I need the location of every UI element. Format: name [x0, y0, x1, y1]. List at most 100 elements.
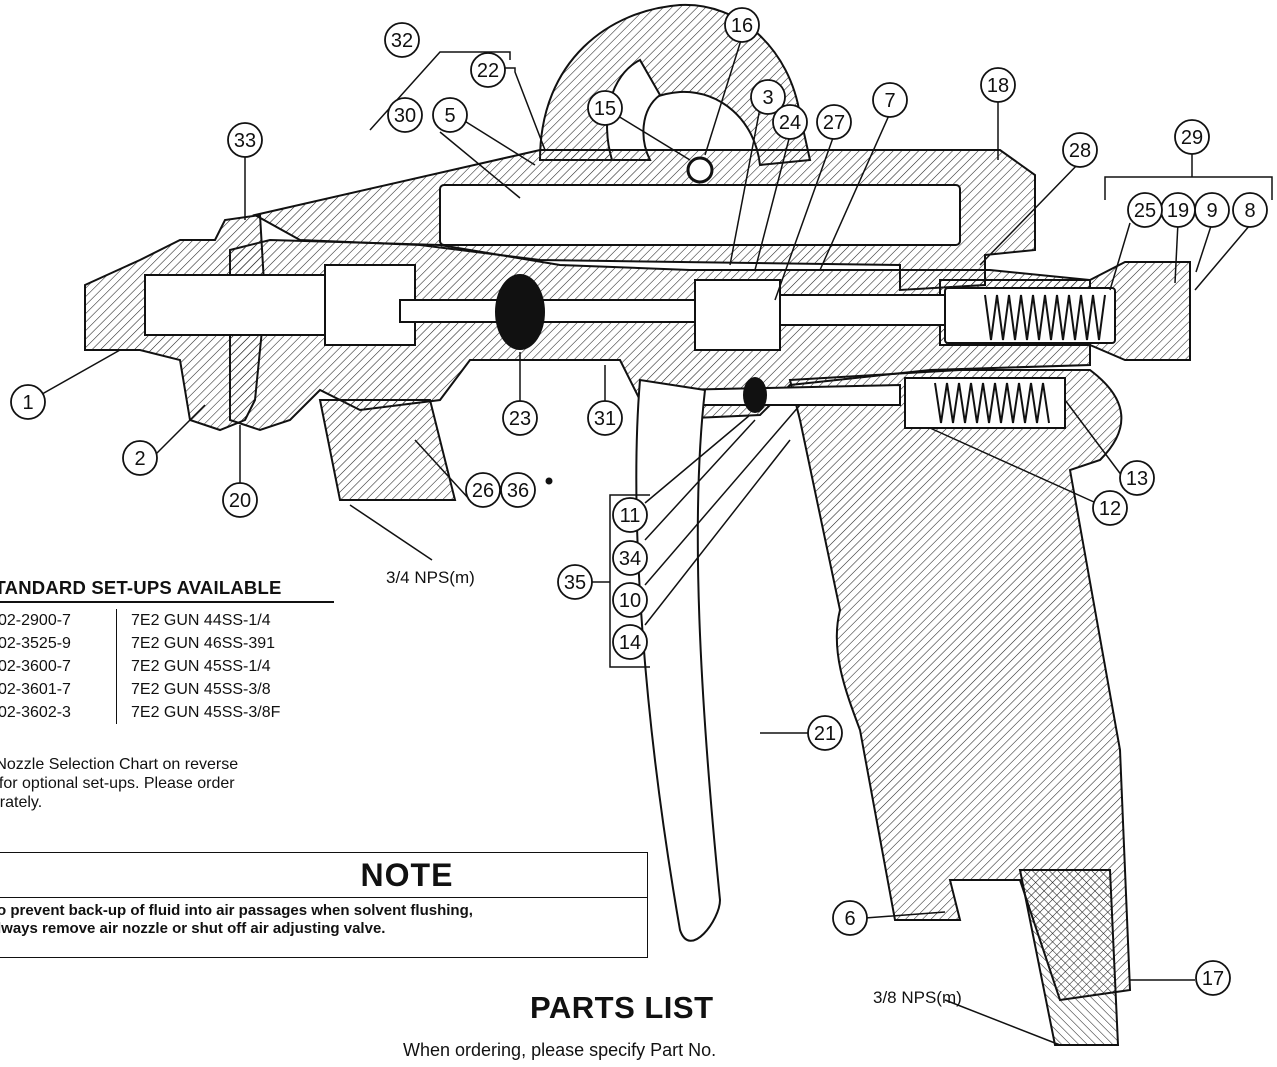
- callout-circle: [10, 384, 46, 420]
- callout-circle: [587, 90, 623, 126]
- callout-number: 35: [564, 572, 586, 594]
- callout-18: 18: [980, 67, 1016, 103]
- callout-number: 33: [234, 130, 256, 152]
- part-number-cell: 02-3602-3: [0, 701, 117, 724]
- callout-27: 27: [816, 104, 852, 140]
- description-cell: 7E2 GUN 44SS-1/4: [131, 611, 271, 629]
- callout-number: 13: [1126, 468, 1148, 490]
- callout-circle: [502, 400, 538, 436]
- callout-number: 15: [594, 98, 616, 120]
- callout-circle: [432, 97, 468, 133]
- note-line: lways remove air nozzle or shut off air …: [0, 920, 386, 937]
- callout-3: 3: [750, 79, 786, 115]
- callout-14: 14: [612, 624, 648, 660]
- callout-32: 32: [384, 22, 420, 58]
- callout-number: 12: [1099, 498, 1121, 520]
- callout-circle: [470, 52, 506, 88]
- callout-circle: [122, 440, 158, 476]
- springs: [934, 294, 1106, 424]
- setups-note: e Nozzle Selection Chart on reverse le f…: [0, 755, 352, 812]
- callout-1: 1: [10, 384, 46, 420]
- callout-number: 6: [844, 908, 855, 930]
- callout-circle: [724, 7, 760, 43]
- callout-22: 22: [470, 52, 506, 88]
- callout-number: 30: [394, 105, 416, 127]
- callout-9: 9: [1194, 192, 1230, 228]
- callout-circle: [1195, 960, 1231, 996]
- callout-number: 18: [987, 75, 1009, 97]
- description-cell: 7E2 GUN 46SS-391: [131, 634, 276, 652]
- callout-number: 27: [823, 112, 845, 134]
- callout-5: 5: [432, 97, 468, 133]
- packing-23: [495, 156, 767, 413]
- callout-30: 30: [387, 97, 423, 133]
- callout-circle: [222, 482, 258, 518]
- callout-17: 17: [1195, 960, 1231, 996]
- leader-lines: [27, 36, 1273, 1046]
- callout-circle: [980, 67, 1016, 103]
- callout-7: 7: [872, 82, 908, 118]
- callout-13: 13: [1119, 460, 1155, 496]
- callout-circle: [1127, 192, 1163, 228]
- callout-number: 11: [620, 505, 641, 527]
- callout-23: 23: [502, 400, 538, 436]
- parts-list-title: PARTS LIST: [530, 990, 714, 1025]
- standard-setups-panel: STANDARD SET-UPS AVAILABLE 02-2900-7 7E2…: [0, 577, 334, 724]
- setups-table: 02-2900-7 7E2 GUN 44SS-1/4 02-3525-9 7E2…: [0, 609, 280, 724]
- setups-note-line: parately.: [0, 794, 43, 811]
- callout-circle: [872, 82, 908, 118]
- callout-circle: [1232, 192, 1268, 228]
- internal-passages: [144, 184, 1116, 942]
- table-row: 02-2900-7 7E2 GUN 44SS-1/4: [0, 609, 280, 632]
- callout-number: 17: [1202, 968, 1224, 990]
- callout-34: 34: [612, 540, 648, 576]
- callout-31: 31: [587, 400, 623, 436]
- callout-number: 32: [391, 30, 413, 52]
- callout-number: 8: [1244, 200, 1255, 222]
- callout-11: 11: [612, 497, 648, 533]
- part-number-cell: 02-3525-9: [0, 632, 117, 655]
- callout-circle: [612, 624, 648, 660]
- note-title: NOTE: [0, 857, 647, 898]
- callout-6: 6: [832, 900, 868, 936]
- table-row: 02-3525-9 7E2 GUN 46SS-391: [0, 632, 280, 655]
- callout-21: 21: [807, 715, 843, 751]
- callout-number: 16: [731, 15, 753, 37]
- callout-number: 20: [229, 490, 251, 512]
- callout-circle: [772, 104, 808, 140]
- callout-15: 15: [587, 90, 623, 126]
- table-row: 02-3601-7 7E2 GUN 45SS-3/8: [0, 678, 280, 701]
- callout-circle: [384, 22, 420, 58]
- callout-number: 24: [779, 112, 801, 134]
- callout-circle: [500, 472, 536, 508]
- callout-number: 21: [814, 723, 836, 745]
- callout-33: 33: [227, 122, 263, 158]
- callout-10: 10: [612, 582, 648, 618]
- description-cell: 7E2 GUN 45SS-1/4: [131, 657, 271, 675]
- callout-circle: [1092, 490, 1128, 526]
- callout-number: 22: [477, 60, 499, 82]
- callout-26: 26: [465, 472, 501, 508]
- callout-number: 2: [134, 448, 145, 470]
- description-cell: 7E2 GUN 45SS-3/8: [131, 680, 271, 698]
- setups-note-line: le for optional set-ups. Please order: [0, 775, 235, 792]
- callout-number: 28: [1069, 140, 1091, 162]
- callout-number: 34: [619, 548, 641, 570]
- callout-circle: [750, 79, 786, 115]
- callout-number: 9: [1206, 200, 1217, 222]
- fluid-inlet-thread-label: 3/8 NPS(m): [873, 988, 962, 1007]
- marker-dot: [545, 477, 553, 485]
- setups-note-line: e Nozzle Selection Chart on reverse: [0, 756, 239, 773]
- callout-number: 5: [444, 105, 455, 127]
- callout-24: 24: [772, 104, 808, 140]
- callout-circle: [832, 900, 868, 936]
- callout-number: 23: [509, 408, 531, 430]
- callout-circle: [387, 97, 423, 133]
- note-box: NOTE o prevent back-up of fluid into air…: [0, 852, 648, 958]
- callout-36: 36: [500, 472, 536, 508]
- callout-circle: [612, 497, 648, 533]
- part-number-cell: 02-3600-7: [0, 655, 117, 678]
- callout-number: 36: [507, 480, 529, 502]
- callout-number: 14: [619, 632, 641, 654]
